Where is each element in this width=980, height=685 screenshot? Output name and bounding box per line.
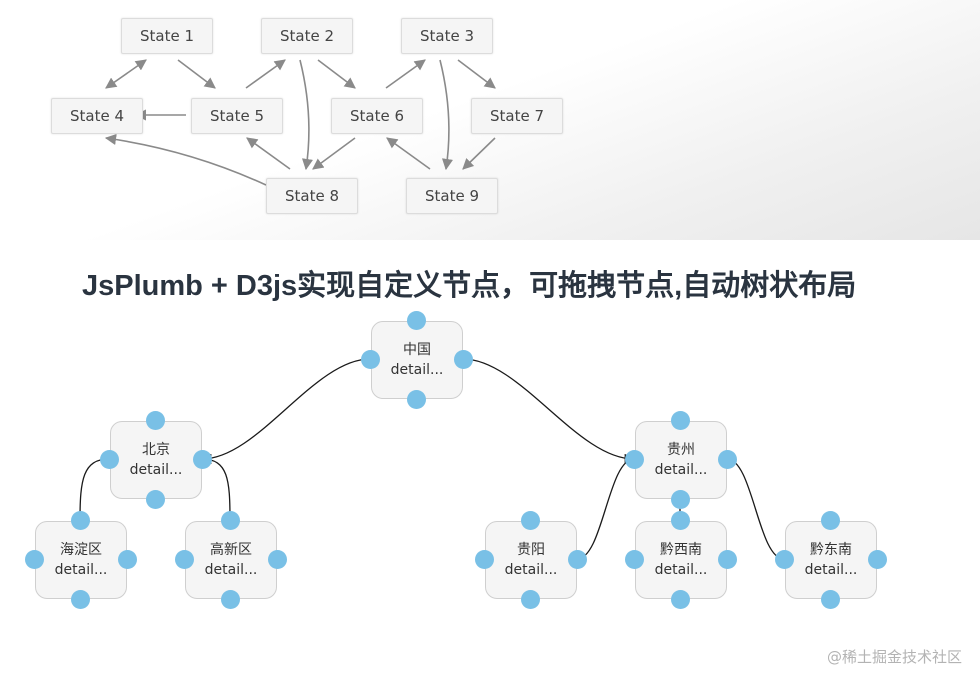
state-node-s2[interactable]: State 2 bbox=[261, 18, 353, 54]
tree-node-gz[interactable]: 贵州 detail... bbox=[635, 421, 727, 499]
anchor-right-cn[interactable] bbox=[453, 349, 473, 369]
tree-node-detail: detail... bbox=[390, 362, 444, 378]
anchor-right-qdn[interactable] bbox=[867, 549, 887, 569]
state-edges-layer bbox=[104, 59, 496, 186]
state-edge-s7-s9 bbox=[462, 137, 496, 170]
tree-node-bj[interactable]: 北京 detail... bbox=[110, 421, 202, 499]
anchor-bottom-qdn[interactable] bbox=[820, 589, 840, 609]
anchor-left-hd[interactable] bbox=[24, 549, 44, 569]
anchor-top-cn[interactable] bbox=[406, 310, 426, 330]
state-node-s6[interactable]: State 6 bbox=[331, 98, 423, 134]
anchor-top-gz[interactable] bbox=[670, 410, 690, 430]
tree-node-gx[interactable]: 高新区 detail... bbox=[185, 521, 277, 599]
state-edge-s3-s9 bbox=[439, 59, 454, 171]
state-node-s9[interactable]: State 9 bbox=[406, 178, 498, 214]
tree-node-detail: detail... bbox=[204, 562, 258, 578]
tree-node-cn[interactable]: 中国 detail... bbox=[371, 321, 463, 399]
state-edge-s2-s6 bbox=[317, 59, 356, 89]
state-edge-s9-s6 bbox=[386, 137, 431, 170]
anchor-left-qxn[interactable] bbox=[624, 549, 644, 569]
anchor-right-gz[interactable] bbox=[717, 449, 737, 469]
state-node-s8[interactable]: State 8 bbox=[266, 178, 358, 214]
tree-node-detail: detail... bbox=[54, 562, 108, 578]
state-edge-s3-s7 bbox=[457, 59, 496, 89]
anchor-top-bj[interactable] bbox=[145, 410, 165, 430]
watermark: @稀土掘金技术社区 bbox=[826, 648, 962, 666]
tree-node-qdn[interactable]: 黔东南 detail... bbox=[785, 521, 877, 599]
state-edge-s1-s4 bbox=[105, 59, 147, 89]
anchor-right-bj[interactable] bbox=[192, 449, 212, 469]
tree-edge-cn-bj bbox=[200, 358, 371, 465]
tree-node-hd[interactable]: 海淀区 detail... bbox=[35, 521, 127, 599]
state-edge-s5-s2 bbox=[245, 59, 286, 89]
anchor-bottom-gx[interactable] bbox=[220, 589, 240, 609]
anchor-right-gx[interactable] bbox=[267, 549, 287, 569]
tree-node-detail: detail... bbox=[804, 562, 858, 578]
anchor-right-qxn[interactable] bbox=[717, 549, 737, 569]
anchor-right-hd[interactable] bbox=[117, 549, 137, 569]
state-edge-s8-s4 bbox=[104, 133, 267, 186]
state-edge-s6-s8 bbox=[312, 137, 356, 170]
anchor-top-hd[interactable] bbox=[70, 510, 90, 530]
state-diagram-panel: State 1 State 2 State 3 State 4 State 5 State… bbox=[0, 0, 980, 240]
anchor-top-gx[interactable] bbox=[220, 510, 240, 530]
tree-node-detail: detail... bbox=[504, 562, 558, 578]
anchor-bottom-cn[interactable] bbox=[406, 389, 426, 409]
tree-node-name: 贵阳 bbox=[517, 542, 545, 558]
state-node-s3[interactable]: State 3 bbox=[401, 18, 493, 54]
anchor-top-qxn[interactable] bbox=[670, 510, 690, 530]
state-edge-s6-s3 bbox=[385, 59, 426, 89]
anchor-left-cn[interactable] bbox=[360, 349, 380, 369]
state-node-s1[interactable]: State 1 bbox=[121, 18, 213, 54]
anchor-bottom-gz[interactable] bbox=[670, 489, 690, 509]
state-edge-s8-s5 bbox=[246, 137, 291, 170]
tree-node-name: 海淀区 bbox=[60, 542, 102, 558]
tree-node-qxn[interactable]: 黔西南 detail... bbox=[635, 521, 727, 599]
anchor-left-gx[interactable] bbox=[174, 549, 194, 569]
state-edge-s1-s5 bbox=[177, 59, 216, 89]
page-title: JsPlumb + D3js实现自定义节点，可拖拽节点,自动树状布局 bbox=[82, 270, 857, 302]
tree-node-detail: detail... bbox=[129, 462, 183, 478]
anchor-top-gy[interactable] bbox=[520, 510, 540, 530]
state-node-s7[interactable]: State 7 bbox=[471, 98, 563, 134]
state-edge-s2-s8 bbox=[299, 59, 314, 171]
tree-node-name: 黔西南 bbox=[660, 542, 702, 558]
anchor-bottom-qxn[interactable] bbox=[670, 589, 690, 609]
anchor-left-gz[interactable] bbox=[624, 449, 644, 469]
anchor-bottom-hd[interactable] bbox=[70, 589, 90, 609]
state-node-s4[interactable]: State 4 bbox=[51, 98, 143, 134]
anchor-left-qdn[interactable] bbox=[774, 549, 794, 569]
anchor-top-qdn[interactable] bbox=[820, 510, 840, 530]
tree-node-detail: detail... bbox=[654, 562, 708, 578]
tree-node-name: 贵州 bbox=[667, 442, 695, 458]
tree-node-name: 黔东南 bbox=[810, 542, 852, 558]
anchor-right-gy[interactable] bbox=[567, 549, 587, 569]
anchor-bottom-bj[interactable] bbox=[145, 489, 165, 509]
tree-edge-cn-gz bbox=[462, 358, 636, 465]
tree-node-gy[interactable]: 贵阳 detail... bbox=[485, 521, 577, 599]
tree-edge-gz-gy bbox=[576, 458, 635, 560]
tree-node-detail: detail... bbox=[654, 462, 708, 478]
anchor-left-gy[interactable] bbox=[474, 549, 494, 569]
tree-node-name: 高新区 bbox=[210, 542, 252, 558]
tree-node-name: 北京 bbox=[142, 442, 170, 458]
tree-edge-gz-qdn bbox=[726, 458, 785, 560]
tree-node-name: 中国 bbox=[403, 342, 431, 358]
state-node-s5[interactable]: State 5 bbox=[191, 98, 283, 134]
anchor-left-bj[interactable] bbox=[99, 449, 119, 469]
anchor-bottom-gy[interactable] bbox=[520, 589, 540, 609]
